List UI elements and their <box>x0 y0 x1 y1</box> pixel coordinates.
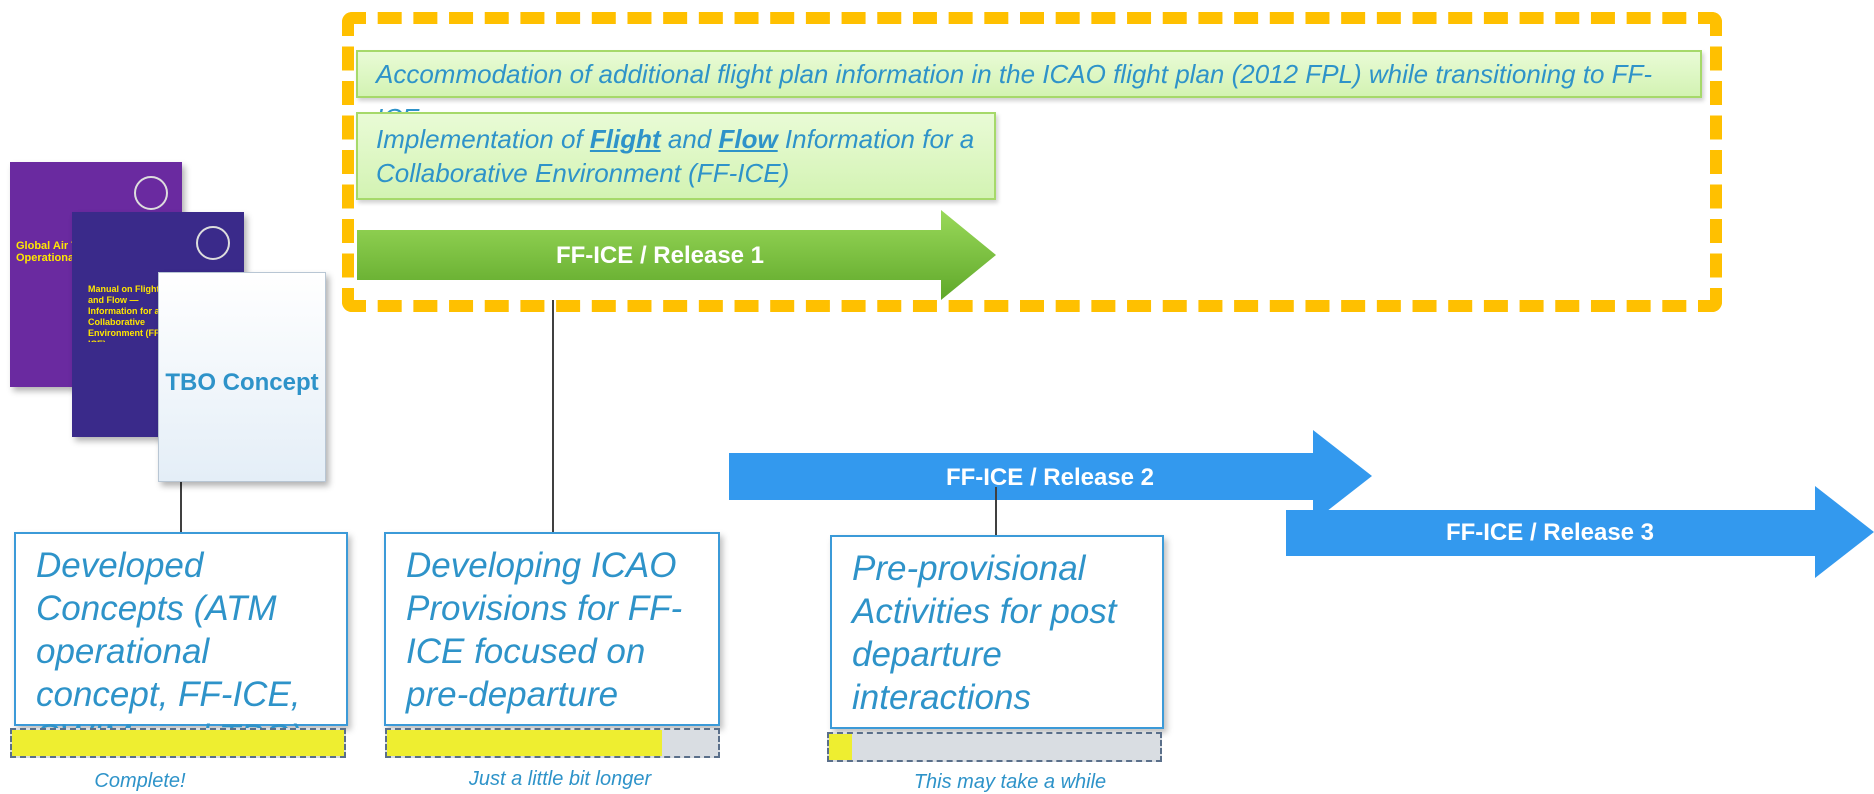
implementation-text-2: and <box>660 124 719 154</box>
phase-text: Developed Concepts (ATM operational conc… <box>36 546 302 757</box>
implementation-text-3: Information for a <box>777 124 975 154</box>
implementation-box: Implementation of Flight and Flow Inform… <box>356 112 996 200</box>
release-3-label: FF-ICE / Release 3 <box>1445 519 1655 546</box>
icao-emblem-icon <box>134 176 168 210</box>
phase-pre-provisional: Pre-provisional Activities for post depa… <box>830 535 1164 729</box>
icao-emblem-icon <box>196 226 230 260</box>
phase-developing-provisions: Developing ICAO Provisions for FF-ICE fo… <box>384 532 720 726</box>
phase-developed-concepts: Developed Concepts (ATM operational conc… <box>14 532 348 757</box>
release-2-label: FF-ICE / Release 2 <box>945 464 1155 491</box>
release-1-label: FF-ICE / Release 1 <box>555 242 765 269</box>
release-1-scope-frame <box>342 12 1722 312</box>
implementation-text-4: Collaborative Environment (FF-ICE) <box>376 158 790 188</box>
caption-phase-1: Complete! <box>94 770 186 792</box>
caption-phase-3: This may take a while <box>913 771 1107 793</box>
caption-phase-2: Just a little bit longer <box>468 768 652 790</box>
accommodation-box: Accommodation of additional flight plan … <box>356 50 1702 133</box>
progress-fill <box>12 730 344 756</box>
doc2-title: Manual on Flight and Flow — Information … <box>88 284 163 342</box>
progress-bar-phase-1 <box>10 728 346 758</box>
progress-fill <box>387 730 662 756</box>
progress-bar-phase-3 <box>827 732 1162 762</box>
progress-fill <box>829 734 853 760</box>
connector-release-1 <box>552 300 554 532</box>
progress-bar-phase-2 <box>385 728 720 758</box>
connector-tbo <box>180 482 182 532</box>
release-1-arrow <box>357 210 996 300</box>
tbo-concept-label: TBO Concept <box>165 369 319 396</box>
release-3-arrow <box>1286 486 1874 578</box>
accommodation-text: Accommodation of additional flight plan … <box>376 59 1653 133</box>
release-2-arrow <box>729 430 1372 522</box>
implementation-text-1: Implementation of <box>376 124 590 154</box>
tbo-concept-document: TBO Concept <box>158 272 326 482</box>
connector-release-2 <box>995 487 997 535</box>
flow-keyword: Flow <box>718 124 778 154</box>
flight-keyword: Flight <box>589 124 661 154</box>
phase-text: Pre-provisional Activities for post depa… <box>852 549 1117 717</box>
phase-text: Developing ICAO Provisions for FF-ICE fo… <box>406 546 683 714</box>
